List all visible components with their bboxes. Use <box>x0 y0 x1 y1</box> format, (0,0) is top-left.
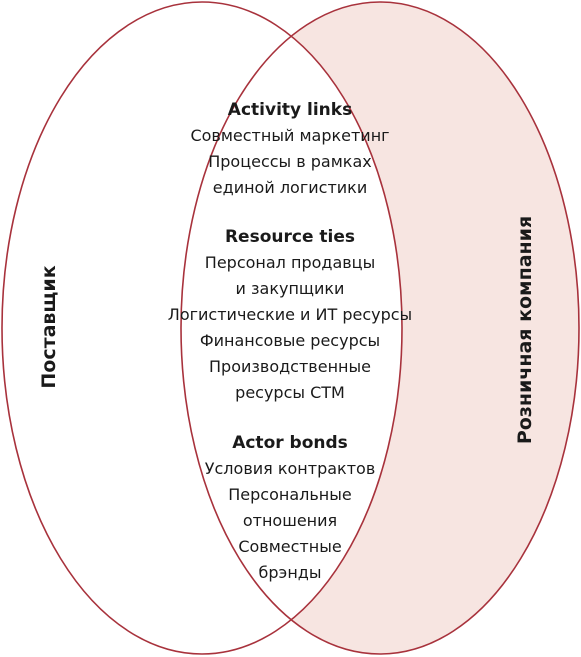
group-item: отношения <box>242 511 338 530</box>
group-item: Персонал продавцы <box>204 253 376 272</box>
overlap-region <box>181 2 402 654</box>
group-items: Совместный маркетинг Процессы в рамках е… <box>95 123 485 201</box>
group-title: Actor bonds <box>232 433 348 453</box>
group-actor-bonds: Actor bonds Условия контрактов Персональ… <box>95 430 485 586</box>
right-set-label: Розничная компания <box>514 216 536 444</box>
group-item: Персональные <box>228 485 352 504</box>
group-item: Совместный маркетинг <box>190 126 390 145</box>
right-set-outline <box>180 1 580 655</box>
group-items: Персонал продавцы и закупщики Логистичес… <box>95 250 485 406</box>
group-items: Условия контрактов Персональные отношени… <box>95 456 485 586</box>
group-item: и закупщики <box>235 279 345 298</box>
group-item: Условия контрактов <box>204 459 376 478</box>
group-activity-links: Activity links Совместный маркетинг Проц… <box>95 97 485 201</box>
group-item: ресурсы СТМ <box>235 383 345 402</box>
group-item: единой логистики <box>212 178 368 197</box>
group-item: Финансовые ресурсы <box>199 331 381 350</box>
left-set-label: Поставщик <box>38 265 60 388</box>
group-item: Совместные <box>238 537 342 556</box>
group-resource-ties: Resource ties Персонал продавцы и закупщ… <box>95 224 485 406</box>
group-title: Resource ties <box>224 227 356 247</box>
left-set-outline <box>1 1 403 655</box>
group-title: Activity links <box>227 100 353 120</box>
group-item: Процессы в рамках <box>208 152 372 171</box>
group-item: Логистические и ИТ ресурсы <box>167 305 413 324</box>
group-item: Производственные <box>209 357 371 376</box>
group-item: брэнды <box>258 563 322 582</box>
